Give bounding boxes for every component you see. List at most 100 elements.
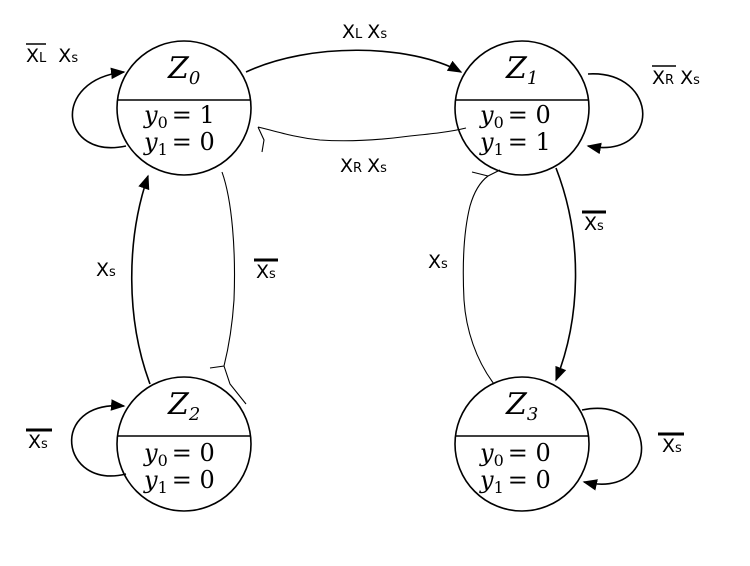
z0-self-sub-b: s <box>71 51 78 66</box>
loop-z2-arrow <box>70 399 127 477</box>
z0-self-var-b: X <box>58 45 71 67</box>
state-z0-index: 0 <box>189 68 200 89</box>
z2-y1-value: = 0 <box>172 466 215 494</box>
loop-z0-arrow <box>71 67 127 149</box>
z1-y1-var: y <box>479 128 494 156</box>
label-z0-z2: Xs <box>254 258 278 283</box>
svg-text:Xs: Xs <box>96 259 116 281</box>
edge-z0-z2-arrow <box>209 171 247 405</box>
svg-text:y1= 0: y1= 0 <box>143 128 215 159</box>
state-z3: Z3 y0= 0 y1= 0 <box>454 376 590 512</box>
z3-self-var: X <box>662 435 675 457</box>
svg-text:y0= 0: y0= 0 <box>479 101 551 132</box>
state-z3-index: 3 <box>527 404 538 425</box>
edge-z2-z0-arrow <box>130 174 151 385</box>
z1-y0-sub: 0 <box>494 113 504 132</box>
edge-z1-z0-arrow <box>257 126 467 153</box>
svg-text:Xs: Xs <box>256 261 276 283</box>
label-z1-z3: Xs <box>582 210 606 235</box>
z3-y0-sub: 0 <box>494 451 504 470</box>
z0-self-sub-a: L <box>39 51 47 66</box>
loop-z1-arrow <box>586 73 644 155</box>
state-z0: Z0 y0= 1 y1= 0 <box>116 40 252 176</box>
z1-self-sub-b: s <box>693 73 700 88</box>
z0-z2-var: X <box>256 261 269 283</box>
z0-y1-sub: 1 <box>158 140 168 159</box>
z0-y1-var: y <box>143 128 158 156</box>
z2-y1-var: y <box>143 466 158 494</box>
state-z2-index: 2 <box>188 404 200 425</box>
label-z3-z1: Xs <box>428 251 448 273</box>
z3-self-sub: s <box>675 441 682 456</box>
z2-z0-var: X <box>96 259 109 281</box>
svg-text:Xs: Xs <box>584 213 604 235</box>
z0-z2-sub: s <box>269 267 276 282</box>
svg-text:Xs: Xs <box>662 435 682 457</box>
z0-y0-value: = 1 <box>172 101 215 129</box>
svg-text:Z1: Z1 <box>505 51 538 89</box>
z0-y0-var: y <box>143 101 158 129</box>
z2-y0-value: = 0 <box>172 439 215 467</box>
svg-text:y1= 0: y1= 0 <box>143 466 215 497</box>
z2-y0-var: y <box>143 439 158 467</box>
z0-z1-sub-a: L <box>355 27 363 42</box>
svg-text:Z0: Z0 <box>167 51 200 89</box>
z1-z3-var: X <box>584 213 597 235</box>
z1-y1-sub: 1 <box>494 140 504 159</box>
svg-text:Xs: Xs <box>428 251 448 273</box>
z2-y0-sub: 0 <box>158 451 168 470</box>
z1-z0-sub-b: s <box>380 161 387 176</box>
z1-self-var-b: X <box>680 67 693 89</box>
z0-y1-value: = 0 <box>172 128 215 156</box>
z1-z0-var-a: X <box>340 155 353 177</box>
z1-z0-var-b: X <box>367 155 380 177</box>
z3-z1-var: X <box>428 251 441 273</box>
svg-text:Z3: Z3 <box>505 387 538 425</box>
z2-self-var: X <box>28 431 41 453</box>
svg-text:y0= 0: y0= 0 <box>479 439 551 470</box>
svg-text:y1= 0: y1= 0 <box>479 466 551 497</box>
edge-z1-z3-arrow <box>555 167 577 382</box>
z3-y1-sub: 1 <box>494 478 504 497</box>
z0-z1-var-b: X <box>367 21 380 43</box>
state-z1: Z1 y0= 0 y1= 1 <box>454 40 590 176</box>
label-z3-self: Xs <box>658 432 684 457</box>
z3-y1-var: y <box>479 466 494 494</box>
z0-y0-sub: 0 <box>158 113 168 132</box>
z0-z1-sub-b: s <box>380 27 387 42</box>
state-z2: Z2 y0= 0 y1= 0 <box>116 376 252 512</box>
loop-z3-arrow <box>581 407 643 491</box>
z1-self-sub-a: R <box>665 73 674 88</box>
z1-self-var-a: X <box>652 67 665 89</box>
z2-y1-sub: 1 <box>158 478 168 497</box>
z0-self-var-a: X <box>26 45 39 67</box>
z1-z0-sub-a: R <box>353 161 362 176</box>
z1-y1-value: = 1 <box>508 128 551 156</box>
z1-y0-value: = 0 <box>508 101 551 129</box>
z0-z1-var-a: X <box>342 21 355 43</box>
svg-text:Z2: Z2 <box>167 387 200 425</box>
state-z1-index: 1 <box>527 68 538 89</box>
z3-y0-value: = 0 <box>508 439 551 467</box>
svg-text:y0= 1: y0= 1 <box>143 101 215 132</box>
label-z2-self: Xs <box>26 428 52 453</box>
state-z1-name: Z <box>505 51 528 86</box>
z1-z3-sub: s <box>597 219 604 234</box>
z2-self-sub: s <box>41 437 48 452</box>
z1-y0-var: y <box>479 101 494 129</box>
z3-y1-value: = 0 <box>508 466 551 494</box>
edge-z0-z1-arrow <box>245 49 463 73</box>
state-z2-name: Z <box>167 387 190 422</box>
svg-text:Xs: Xs <box>28 431 48 453</box>
z3-y0-var: y <box>479 439 494 467</box>
svg-text:y1= 1: y1= 1 <box>479 128 551 159</box>
